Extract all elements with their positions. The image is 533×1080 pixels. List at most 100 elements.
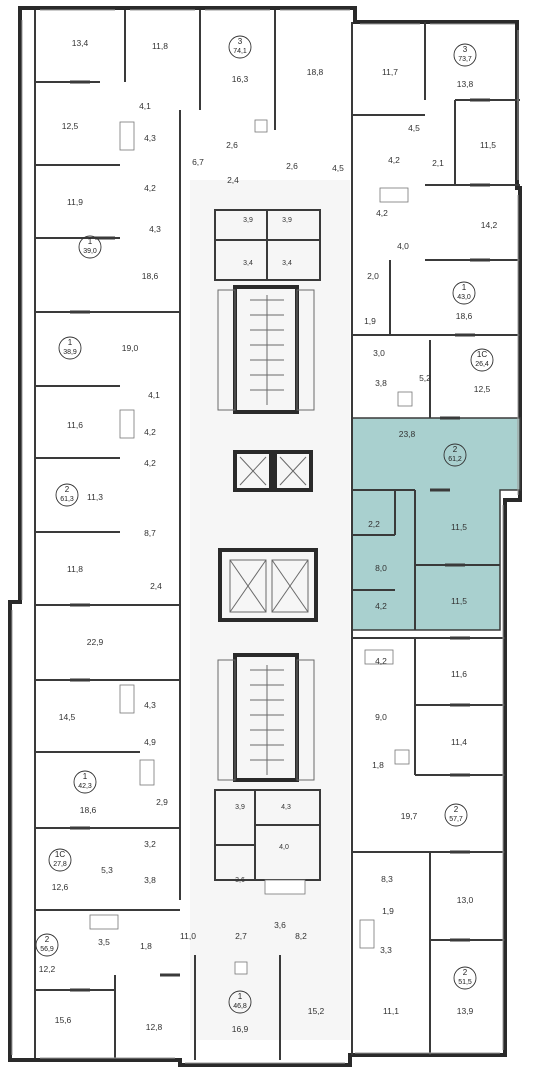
room-label: 4,3 bbox=[144, 133, 156, 143]
room-label: 4,2 bbox=[375, 656, 387, 666]
apartment-area: 51,5 bbox=[458, 979, 472, 986]
apartment-area: 38,9 bbox=[63, 349, 77, 356]
apartment-rooms: 1 bbox=[238, 992, 243, 1001]
room-label: 19,7 bbox=[401, 811, 418, 821]
room-label: 1,8 bbox=[372, 760, 384, 770]
room-label: 12,5 bbox=[474, 384, 491, 394]
room-label: 4,5 bbox=[408, 123, 420, 133]
room-label: 1,9 bbox=[364, 316, 376, 326]
room-label: 4,1 bbox=[148, 390, 160, 400]
room-label: 2,1 bbox=[432, 158, 444, 168]
apartment-badge[interactable]: 2 61,3 bbox=[55, 483, 79, 507]
apartment-area: 73,7 bbox=[458, 56, 472, 63]
room-label: 4,3 bbox=[149, 224, 161, 234]
apartment-badge[interactable]: 2 56,9 bbox=[35, 933, 59, 957]
apartment-rooms: 1 bbox=[462, 283, 467, 292]
room-label: 12,2 bbox=[39, 964, 56, 974]
apartment-badge[interactable]: 1 42,3 bbox=[73, 770, 97, 794]
room-label: 14,2 bbox=[481, 220, 498, 230]
room-label: 9,0 bbox=[375, 712, 387, 722]
room-label: 15,6 bbox=[55, 1015, 72, 1025]
room-label: 4,3 bbox=[281, 804, 291, 811]
room-label: 2,4 bbox=[227, 175, 239, 185]
room-label: 2,0 bbox=[367, 271, 379, 281]
apartment-rooms: 1 bbox=[83, 772, 88, 781]
room-label: 3,6 bbox=[235, 877, 245, 884]
room-label: 8,7 bbox=[144, 528, 156, 538]
room-label: 11,5 bbox=[480, 140, 496, 150]
room-label: 3,8 bbox=[375, 378, 387, 388]
room-label: 4,1 bbox=[139, 101, 151, 111]
room-labels: 13,4 11,8 16,3 18,8 11,7 13,8 4,1 12,5 4… bbox=[39, 38, 498, 1034]
apartment-badge[interactable]: 1 39,0 bbox=[78, 235, 102, 259]
apartment-rooms: 1 bbox=[88, 237, 93, 246]
room-label: 13,9 bbox=[457, 1006, 474, 1016]
room-label: 3,9 bbox=[282, 217, 292, 224]
room-label: 19,0 bbox=[122, 343, 139, 353]
apartment-badge[interactable]: 1С 27,8 bbox=[48, 848, 72, 872]
room-label: 8,0 bbox=[375, 563, 387, 573]
apartment-badge[interactable]: 1 38,9 bbox=[58, 336, 82, 360]
room-label: 11,4 bbox=[451, 737, 467, 747]
room-label: 6,7 bbox=[192, 157, 204, 167]
room-label: 11,5 bbox=[451, 522, 467, 532]
room-label: 16,3 bbox=[232, 74, 249, 84]
apartment-rooms: 1 bbox=[68, 338, 73, 347]
room-label: 3,4 bbox=[243, 260, 253, 267]
room-label: 12,8 bbox=[146, 1022, 163, 1032]
bathroom-fixtures bbox=[89, 119, 413, 975]
room-label: 4,3 bbox=[144, 700, 156, 710]
room-label: 4,2 bbox=[144, 427, 156, 437]
room-label: 18,6 bbox=[142, 271, 159, 281]
room-label: 4,2 bbox=[375, 601, 387, 611]
apartment-rooms: 3 bbox=[238, 37, 243, 46]
room-label: 11,6 bbox=[67, 420, 83, 430]
apartment-badge[interactable]: 2 51,5 bbox=[453, 966, 477, 990]
room-label: 18,8 bbox=[307, 67, 324, 77]
room-label: 3,9 bbox=[235, 804, 245, 811]
room-label: 3,2 bbox=[144, 839, 156, 849]
room-label: 12,5 bbox=[62, 121, 79, 131]
room-label: 23,8 bbox=[399, 429, 416, 439]
room-label: 13,8 bbox=[457, 79, 474, 89]
apartment-badge[interactable]: 1 43,0 bbox=[452, 281, 476, 305]
apartment-badge[interactable]: 2 57,7 bbox=[444, 803, 468, 827]
room-label: 16,9 bbox=[232, 1024, 249, 1034]
apartment-area: 74,1 bbox=[233, 48, 247, 55]
room-label: 3,3 bbox=[380, 945, 392, 955]
room-label: 4,9 bbox=[144, 737, 156, 747]
apartment-badge[interactable]: 1С 26,4 bbox=[470, 348, 494, 372]
apartment-rooms: 2 bbox=[453, 445, 458, 454]
room-label: 4,2 bbox=[388, 155, 400, 165]
room-label: 18,6 bbox=[80, 805, 97, 815]
room-label: 4,2 bbox=[144, 458, 156, 468]
corridor bbox=[190, 180, 350, 1040]
room-label: 4,0 bbox=[397, 241, 409, 251]
windows bbox=[11, 9, 519, 1064]
room-label: 11,1 bbox=[383, 1006, 399, 1016]
apartment-area: 43,0 bbox=[457, 294, 471, 301]
room-label: 5,3 bbox=[101, 865, 113, 875]
room-label: 18,6 bbox=[456, 311, 473, 321]
room-label: 2,9 bbox=[156, 797, 168, 807]
room-label: 2,6 bbox=[226, 140, 238, 150]
apartment-badge[interactable]: 3 74,1 bbox=[228, 35, 252, 59]
room-label: 11,8 bbox=[67, 564, 83, 574]
room-label: 2,4 bbox=[150, 581, 162, 591]
highlighted-inner-walls bbox=[352, 489, 500, 630]
apartment-area: 26,4 bbox=[475, 361, 489, 368]
room-label: 3,5 bbox=[98, 937, 110, 947]
room-label: 2,6 bbox=[286, 161, 298, 171]
apartment-area: 57,7 bbox=[449, 816, 463, 823]
apartment-badge[interactable]: 2 61,2 bbox=[443, 443, 467, 467]
room-label: 3,0 bbox=[373, 348, 385, 358]
room-label: 8,2 bbox=[295, 931, 307, 941]
room-label: 8,3 bbox=[381, 874, 393, 884]
apartment-badge[interactable]: 1 46,8 bbox=[228, 990, 252, 1014]
door-markers bbox=[70, 80, 490, 992]
room-label: 2,2 bbox=[368, 519, 380, 529]
apartment-badge[interactable]: 3 73,7 bbox=[453, 43, 477, 67]
room-label: 2,7 bbox=[235, 931, 247, 941]
room-label: 1,9 bbox=[382, 906, 394, 916]
